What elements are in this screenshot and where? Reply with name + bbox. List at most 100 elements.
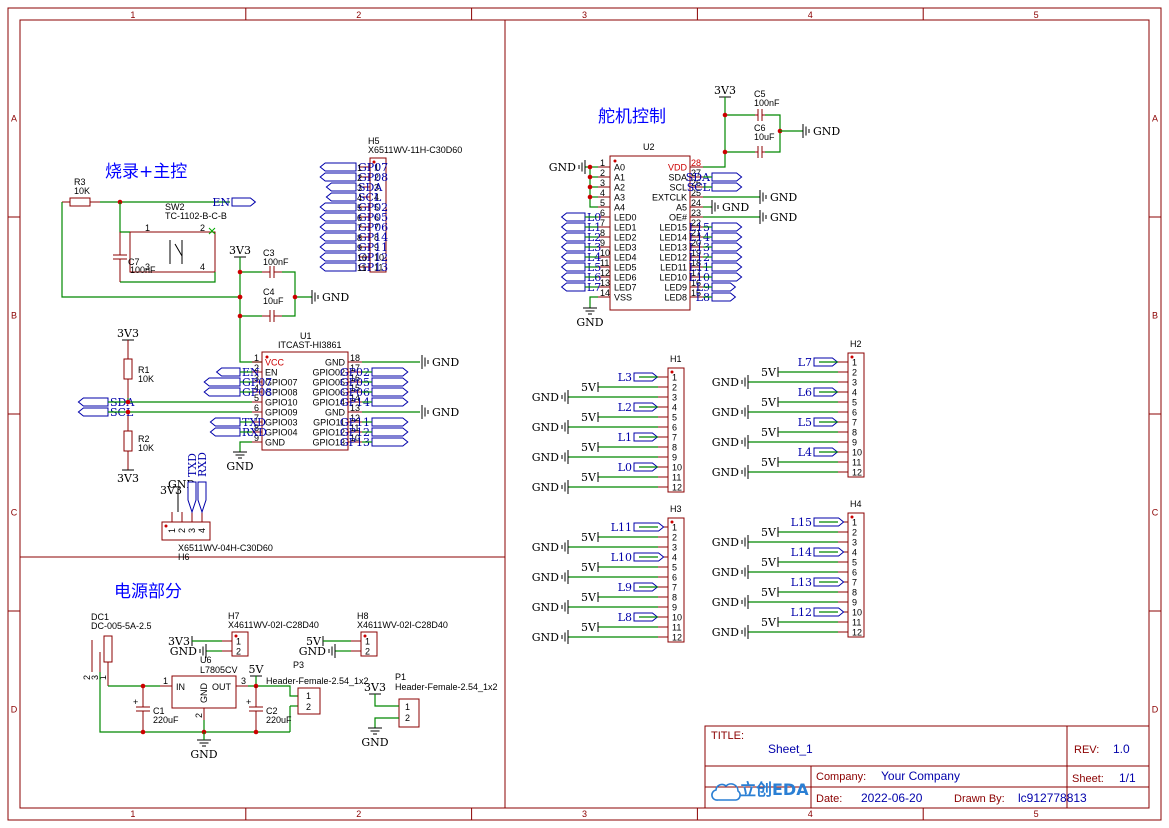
power-label: 3V3 [117,327,139,340]
net-label: GP08 [319,171,388,184]
pin-name: LED11 [660,263,687,273]
ruler-col-label: 5 [1034,809,1039,819]
drawn-by-value: lc912778813 [1018,791,1087,805]
pin-number: 1 [374,163,379,173]
power-label: 3V3 [364,681,386,694]
net-label-text: L10 [611,551,632,564]
net-label: GP06 [319,221,388,234]
pin-number: 6 [672,573,677,583]
junction-dot [237,313,243,319]
pin-number: 1 [852,358,857,368]
pin-number: 26 [691,178,701,188]
junction-dot [587,174,593,180]
net-label: GP14 [340,396,409,409]
pin-number: 3 [600,178,605,188]
net-label: L13 [689,241,743,254]
power-label: 5V [581,411,597,424]
pin-number: 27 [691,168,701,178]
gnd-label: GND [712,376,739,389]
net-label: GP07 [203,376,272,389]
c4-value: 10uF [263,296,284,306]
net-flag [371,417,409,427]
net-flag [319,202,357,212]
junction-dot [587,194,593,200]
power-symbol: 5V [249,663,265,677]
ruler-row-label: C [11,508,18,518]
pin-number: 1 [852,518,857,528]
regulator-body [171,675,237,709]
pin-number: 17 [350,363,360,373]
pin-name: LED9 [664,283,687,293]
wire [282,271,296,317]
pin-number: 7 [852,578,857,588]
net-label: GP12 [319,251,388,264]
pin-number: 2 [405,713,410,723]
pin-number: 9 [254,433,259,443]
net-label: GP14 [319,231,388,244]
pin-number: 10 [350,433,360,443]
pin-number: 5 [852,558,857,568]
net-flag [231,197,257,207]
net-label: GP13 [340,436,409,449]
header-body [667,517,685,643]
pin-number: 10 [852,608,862,618]
net-label-text: L15 [791,516,812,529]
switch-body [129,231,216,273]
gnd-label: GND [576,316,603,329]
net-label-text: L9 [618,581,632,594]
net-flag [319,212,357,222]
net-flag [215,367,241,377]
pin-number: 3 [254,373,259,383]
wire [99,672,290,733]
net-label: L15 [689,221,743,234]
pin-number: 4 [374,193,379,203]
gnd-symbol: GND [532,630,569,644]
pin-number: 11 [600,258,609,268]
pin-number: 22 [691,218,701,228]
power-label: 5V [306,635,322,648]
net-label: TXD [209,416,266,429]
gnd-label: GND [712,566,739,579]
gnd-symbol: GND [532,540,569,554]
net-flag [711,222,743,232]
pin-number: 9 [357,243,362,253]
r3-value: 10K [74,186,90,196]
power-label: 5V [581,471,597,484]
pin-number: 5 [672,413,677,423]
capacitor: + [246,686,263,732]
gnd-label: GND [770,211,797,224]
pin-number: 2 [200,223,205,233]
power-label: 5V [761,456,777,469]
net-label-text: SCL [687,181,711,194]
pin-name: GPIO11 [313,418,345,428]
pin-number: 7 [374,223,379,233]
net-label: L12 [689,251,743,264]
prog-section: H5X6511WV-11H-C30D601234567891011GP071GP… [61,136,462,562]
pin-number: 2 [600,168,605,178]
net-flag [197,481,207,514]
h8-ref: H8 [357,611,369,621]
c1-value: 220uF [153,715,179,725]
pin1-mark [164,524,168,528]
gnd-symbol: GND [712,405,749,419]
gnd-symbol: GND [759,190,797,204]
pin-name: VCC [265,358,285,368]
pin-number: 7 [254,413,259,423]
net-flag [371,367,409,377]
net-label: L10 [611,551,665,564]
gnd-label: GND [712,406,739,419]
power-label: 3V3 [714,84,736,97]
gnd-label: GND [722,201,749,214]
net-flag [711,182,743,192]
gnd-label: GND [322,291,349,304]
pin-name: EN [265,368,278,378]
net-label: SCL [325,191,382,204]
net-flag [325,182,357,192]
header-body [398,698,420,728]
ruler-col-label: 4 [808,10,813,20]
pin-number: 1 [357,163,362,173]
capacitor [755,146,765,158]
cloud-logo-icon [711,783,741,801]
